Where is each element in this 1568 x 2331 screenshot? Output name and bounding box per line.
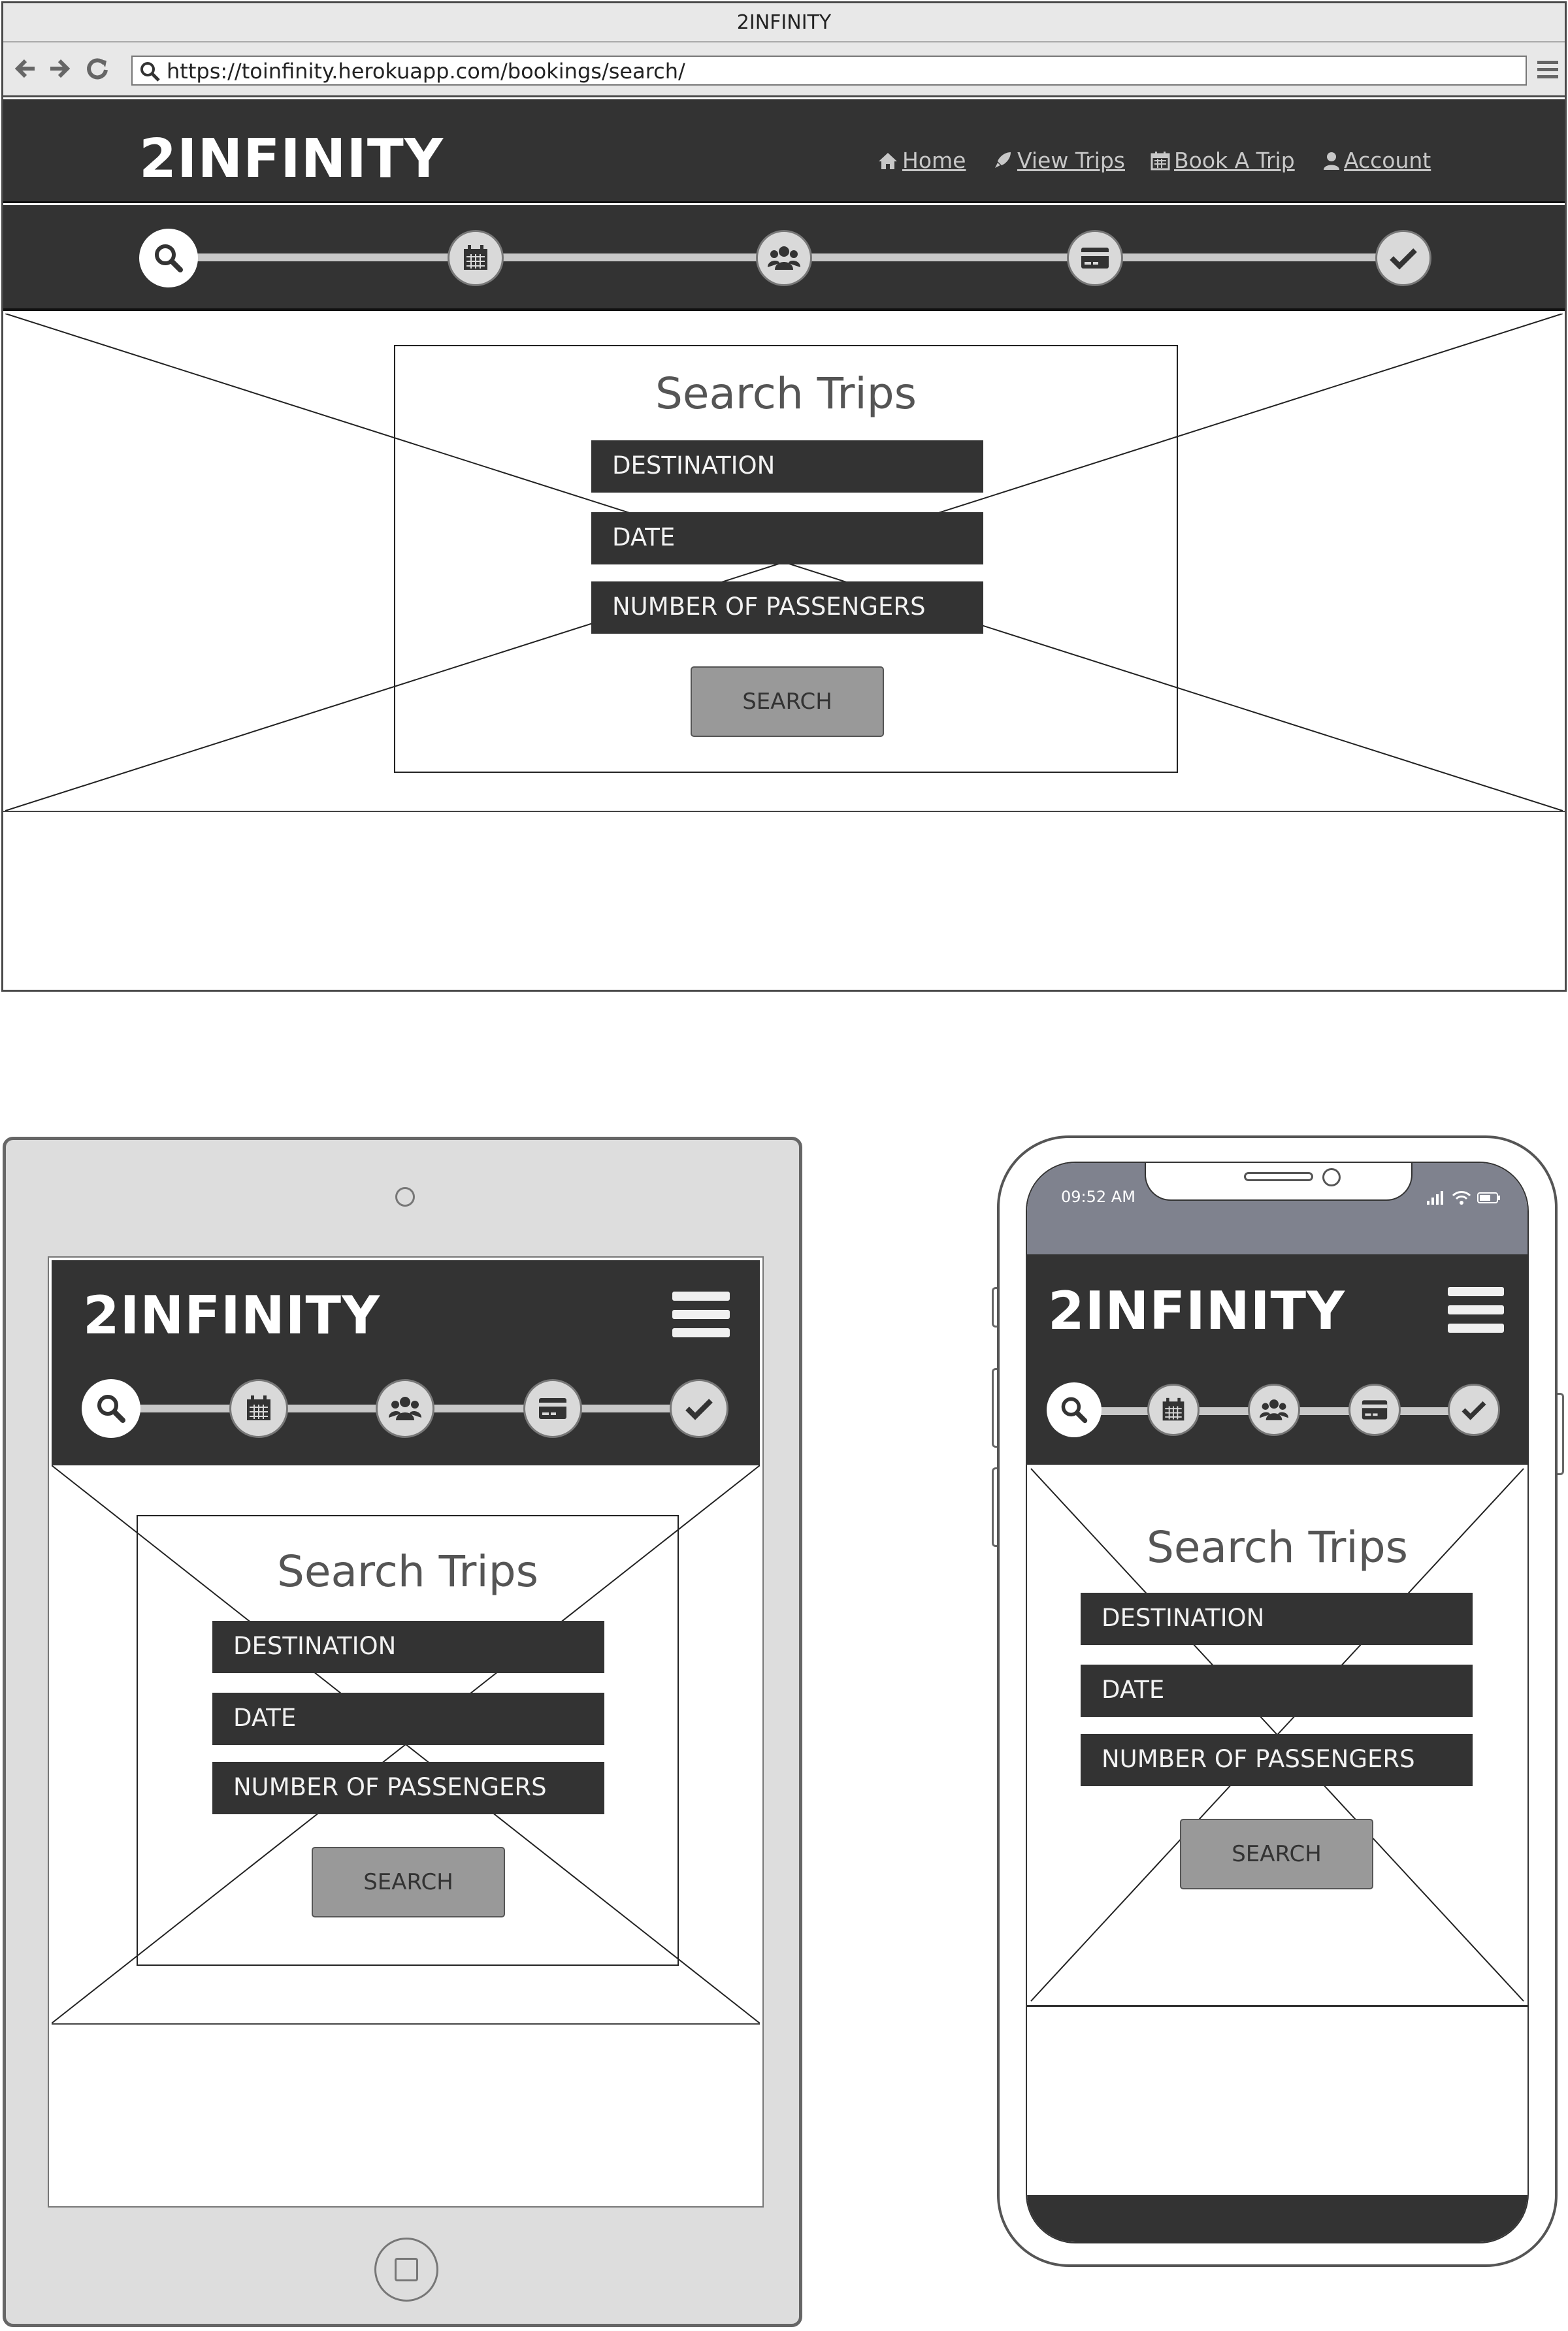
hamburger-menu-icon[interactable] [672,1292,730,1346]
phone-speaker [1244,1172,1313,1181]
search-button[interactable]: SEARCH [691,666,884,737]
search-icon [97,1395,125,1423]
passengers-field[interactable]: NUMBER OF PASSENGERS [1081,1734,1473,1786]
calendar-icon [1162,1397,1184,1421]
phone-screen: 09:52 AM 2INFINITY [1026,1162,1529,2243]
credit-card-icon [1362,1400,1388,1420]
search-title: Search Trips [655,368,917,419]
hero-image-placeholder: Search Trips DESTINATION DATE NUMBER OF … [52,1465,760,2025]
search-panel: Search Trips DESTINATION DATE NUMBER OF … [137,1515,679,1966]
date-field[interactable]: DATE [212,1693,604,1745]
step-date[interactable] [448,230,504,286]
check-icon [1390,248,1417,270]
tablet-camera [395,1187,415,1207]
step-search[interactable] [1047,1382,1102,1437]
browser-toolbar: https://toinfinity.herokuapp.com/booking… [3,42,1565,97]
nav-book-trip[interactable]: Book A Trip [1151,148,1295,173]
search-button[interactable]: SEARCH [312,1847,505,1917]
brand-logo[interactable]: 2INFINITY [1048,1280,1346,1341]
home-icon [879,152,897,169]
window-title: 2INFINITY [3,3,1565,42]
site-header: 2INFINITY Home View Trips Book A Trip Ac… [3,99,1565,203]
nav-account[interactable]: Account [1323,148,1431,173]
destination-field[interactable]: DESTINATION [591,440,983,493]
phone-header: 2INFINITY [1027,1254,1527,1465]
desktop-browser-window: 2INFINITY https://toinfinity.herokuapp.c… [1,1,1567,992]
credit-card-icon [539,1398,566,1419]
hamburger-menu-icon[interactable] [1448,1287,1504,1342]
date-field[interactable]: DATE [1081,1665,1473,1717]
phone-device: 09:52 AM 2INFINITY [997,1135,1558,2267]
nav-account-label: Account [1344,148,1431,173]
destination-field[interactable]: DESTINATION [1081,1593,1473,1645]
credit-card-icon [1081,248,1109,269]
tablet-screen: 2INFINITY Sea [48,1256,764,2208]
search-panel: Search Trips DESTINATION DATE NUMBER OF … [394,345,1178,773]
booking-progress [3,205,1565,311]
destination-field[interactable]: DESTINATION [212,1621,604,1673]
tablet-home-button[interactable] [374,2238,438,2302]
search-title: Search Trips [276,1546,539,1597]
phone-power-button [1556,1393,1564,1475]
brand-logo[interactable]: 2INFINITY [83,1285,381,1346]
back-arrow-icon[interactable] [12,56,39,82]
url-text: https://toinfinity.herokuapp.com/booking… [167,59,685,84]
hero-image-placeholder: Search Trips DESTINATION DATE NUMBER OF … [3,314,1565,812]
step-confirm[interactable] [1448,1384,1500,1436]
nav-book-trip-label: Book A Trip [1174,148,1295,173]
reload-icon[interactable] [84,56,110,82]
step-payment[interactable] [1067,230,1123,286]
calendar-icon [1151,151,1170,170]
step-date[interactable] [1147,1384,1200,1436]
step-confirm[interactable] [1375,230,1431,286]
calendar-icon [247,1395,270,1420]
nav-view-trips-label: View Trips [1017,148,1125,173]
passengers-field[interactable]: NUMBER OF PASSENGERS [212,1762,604,1814]
battery-icon [1477,1192,1500,1203]
brand-logo[interactable]: 2INFINITY [139,128,444,190]
wifi-icon [1452,1191,1471,1205]
nav-home-label: Home [902,148,966,173]
phone-status-bar: 09:52 AM [1027,1163,1527,1254]
signal-icon [1427,1191,1443,1205]
step-passengers[interactable] [1248,1384,1300,1436]
browser-menu-icon[interactable] [1536,58,1560,82]
users-icon [768,246,800,270]
check-icon [1462,1401,1486,1420]
step-date[interactable] [229,1379,288,1438]
rocket-icon [995,152,1011,168]
step-passengers[interactable] [756,230,812,286]
phone-front-camera [1322,1168,1341,1186]
search-button[interactable]: SEARCH [1180,1819,1373,1889]
step-confirm[interactable] [670,1379,728,1438]
search-title: Search Trips [1146,1522,1409,1573]
status-icons [1427,1191,1500,1205]
status-time: 09:52 AM [1061,1188,1135,1206]
users-icon [389,1397,421,1420]
step-search[interactable] [82,1379,140,1438]
date-field[interactable]: DATE [591,512,983,564]
search-icon [1061,1397,1088,1424]
step-payment[interactable] [1348,1384,1401,1436]
tablet-device: 2INFINITY Sea [3,1137,802,2327]
nav-view-trips[interactable]: View Trips [992,148,1125,173]
step-payment[interactable] [523,1379,582,1438]
step-search[interactable] [139,229,198,287]
hero-image-placeholder: Search Trips DESTINATION DATE NUMBER OF … [1027,1465,1527,2007]
step-passengers[interactable] [376,1379,434,1438]
user-icon [1324,152,1339,170]
tablet-header: 2INFINITY [52,1260,760,1465]
phone-footer [1027,2195,1527,2242]
search-icon [155,244,183,272]
passengers-field[interactable]: NUMBER OF PASSENGERS [591,581,983,634]
search-icon [140,62,160,82]
users-icon [1260,1399,1288,1420]
calendar-icon [464,245,487,270]
nav-home[interactable]: Home [877,148,966,173]
forward-arrow-icon[interactable] [46,56,73,82]
check-icon [685,1399,713,1420]
url-bar[interactable]: https://toinfinity.herokuapp.com/booking… [131,56,1527,86]
phone-notch [1145,1163,1413,1201]
